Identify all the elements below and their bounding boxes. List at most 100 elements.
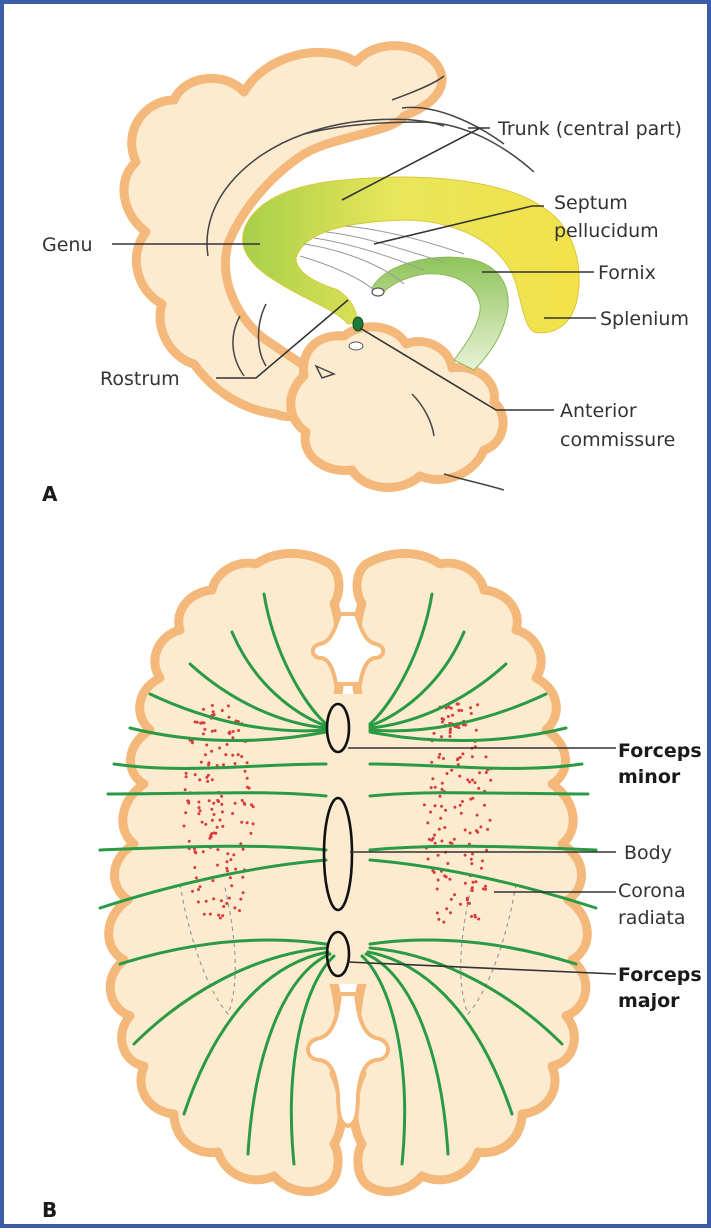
- corona-dot: [197, 801, 200, 804]
- corona-dot: [434, 842, 437, 845]
- corona-dot: [225, 867, 228, 870]
- corona-dot: [210, 750, 213, 753]
- corona-dot: [431, 777, 434, 780]
- corona-dot: [469, 832, 472, 835]
- corona-dot: [231, 812, 234, 815]
- corona-dot: [211, 704, 214, 707]
- corona-dot: [461, 752, 464, 755]
- corona-dot: [199, 722, 202, 725]
- corpus-callosum: [243, 177, 580, 333]
- corona-dot: [446, 772, 449, 775]
- corona-dot: [229, 876, 232, 879]
- corona-dot: [470, 915, 473, 918]
- corona-dot: [485, 849, 488, 852]
- corona-dot: [232, 730, 235, 733]
- corona-dot: [195, 876, 198, 879]
- corona-dot: [185, 772, 188, 775]
- corona-dot: [191, 890, 194, 893]
- corona-dot: [221, 825, 224, 828]
- corona-dot: [474, 781, 477, 784]
- corona-dot: [211, 778, 214, 781]
- corona-dot: [196, 721, 199, 724]
- corona-dot: [219, 917, 222, 920]
- corona-dot: [437, 879, 440, 882]
- corona-dot: [466, 897, 469, 900]
- corona-dot: [218, 747, 221, 750]
- corona-dot: [471, 755, 474, 758]
- corona-dot: [449, 727, 452, 730]
- corona-dot: [477, 918, 480, 921]
- corona-dot: [486, 828, 489, 831]
- corona-dot: [441, 717, 444, 720]
- corona-dot: [242, 848, 245, 851]
- corona-dot: [475, 829, 478, 832]
- corona-dot: [436, 912, 439, 915]
- corona-dot: [201, 821, 204, 824]
- corona-dot: [242, 891, 245, 894]
- corona-dot: [240, 755, 243, 758]
- corona-dot: [480, 867, 483, 870]
- corona-dot: [188, 840, 191, 843]
- corona-dot: [471, 779, 474, 782]
- label-rostrum: Rostrum: [100, 368, 180, 390]
- corona-dot: [468, 902, 471, 905]
- corona-dot: [252, 805, 255, 808]
- corona-dot: [239, 898, 242, 901]
- corona-dot: [240, 821, 243, 824]
- corona-dot: [450, 898, 453, 901]
- corona-dot: [470, 862, 473, 865]
- corona-dot: [485, 771, 488, 774]
- corona-dot: [187, 800, 190, 803]
- corona-dot: [464, 829, 467, 832]
- label-forceps-minor-line2: minor: [618, 766, 681, 788]
- corona-dot: [216, 799, 219, 802]
- corona-dot: [434, 804, 437, 807]
- corona-dot: [434, 786, 437, 789]
- corona-dot: [484, 885, 487, 888]
- corona-dot: [224, 753, 227, 756]
- corona-dot: [220, 803, 223, 806]
- corona-dot: [471, 797, 474, 800]
- corona-dot: [458, 775, 461, 778]
- corona-dot: [477, 787, 480, 790]
- corona-dot: [482, 887, 485, 890]
- corona-dot: [213, 813, 216, 816]
- corona-dot: [205, 744, 208, 747]
- corona-dot: [444, 809, 447, 812]
- corona-dot: [204, 753, 207, 756]
- corona-dot: [228, 732, 231, 735]
- corona-dot: [205, 776, 208, 779]
- corona-dot: [228, 716, 231, 719]
- corona-dot: [426, 821, 429, 824]
- corona-dot: [475, 729, 478, 732]
- corona-dot: [478, 771, 481, 774]
- corona-dot: [199, 809, 202, 812]
- corona-dot: [453, 806, 456, 809]
- corona-dot: [464, 882, 467, 885]
- corona-dot: [203, 728, 206, 731]
- corona-dot: [449, 735, 452, 738]
- corona-dot: [246, 821, 249, 824]
- corona-dot: [471, 853, 474, 856]
- corona-dot: [470, 712, 473, 715]
- corona-dot: [233, 906, 236, 909]
- corona-dot: [194, 851, 197, 854]
- corona-dot: [212, 897, 215, 900]
- corona-dot: [460, 812, 463, 815]
- corona-dot: [220, 899, 223, 902]
- corona-dot: [231, 736, 234, 739]
- corona-dot: [206, 780, 209, 783]
- corona-dot: [194, 773, 197, 776]
- corona-dot: [199, 885, 202, 888]
- corona-dot: [441, 788, 444, 791]
- corona-dot: [207, 763, 210, 766]
- corona-dot: [238, 909, 241, 912]
- corona-dot: [442, 921, 445, 924]
- corona-dot: [208, 799, 211, 802]
- corona-dot: [252, 822, 255, 825]
- corona-dot: [198, 806, 201, 809]
- corona-dot: [220, 795, 223, 798]
- corona-dot: [448, 878, 451, 881]
- label-trunk: Trunk (central part): [497, 118, 682, 140]
